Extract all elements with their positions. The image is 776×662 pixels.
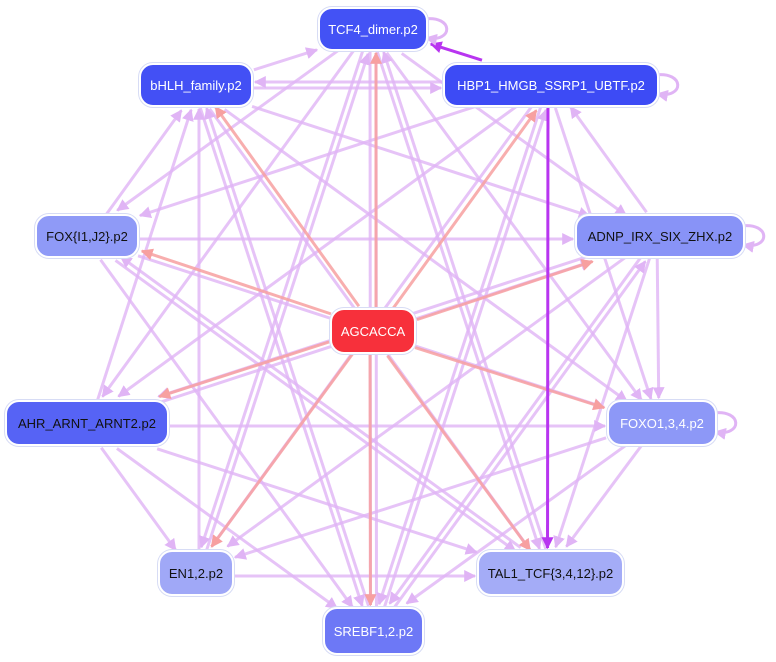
node-agc[interactable]: AGCACCA	[330, 308, 416, 354]
edge-agc-to-fox	[140, 248, 332, 316]
edge-agc-to-bhlh	[214, 105, 361, 308]
edge-srebf-to-adnp	[392, 260, 647, 610]
node-label: TAL1_TCF{3,4,12}.p2	[487, 565, 614, 581]
edge-agc-to-foxo	[414, 346, 606, 411]
edge-adnp-to-hbp1	[569, 105, 648, 214]
node-foxo[interactable]: FOXO1,3,4.p2	[607, 400, 717, 446]
edge-bhlh-to-tcf4	[253, 47, 319, 72]
node-label: FOXO1,3,4.p2	[620, 415, 704, 431]
edge-agc-to-en1	[210, 351, 355, 548]
edge-agc-to-adnp	[416, 259, 594, 322]
edge-tcf4-to-adnp	[400, 52, 628, 217]
edge-ahr-to-tal1	[156, 447, 478, 555]
node-label: EN1,2.p2	[168, 565, 224, 581]
edge-foxo-to-tal1	[565, 443, 644, 548]
edge-fox-to-bhlh	[104, 109, 183, 217]
edge-tcf4-to-foxo	[385, 51, 643, 402]
edge-tal1-to-fox	[119, 255, 522, 549]
node-ahr[interactable]: AHR_ARNT_ARNT2.p2	[5, 400, 169, 446]
self-loop-foxo	[712, 411, 738, 440]
edge-agc-to-tal1	[386, 354, 532, 552]
edge-tcf4-to-tal1	[375, 51, 542, 551]
node-label: AHR_ARNT_ARNT2.p2	[18, 415, 156, 431]
node-label: FOX{I1,J2}.p2	[46, 228, 128, 244]
edge-hbp1-to-tcf4	[429, 41, 483, 62]
node-tcf4[interactable]: TCF4_dimer.p2	[318, 7, 428, 51]
node-label: ADNP_IRX_SIX_ZHX.p2	[587, 228, 733, 244]
node-label: HBP1_HMGB_SSRP1_UBTF.p2	[457, 77, 645, 93]
node-label: SREBF1,2.p2	[333, 623, 414, 639]
edge-ahr-to-en1	[100, 446, 177, 552]
self-loop-hbp1	[654, 73, 680, 102]
node-label: bHLH_family.p2	[150, 77, 242, 93]
edge-bhlh-to-foxo	[223, 108, 628, 403]
node-hbp1[interactable]: HBP1_HMGB_SSRP1_UBTF.p2	[443, 63, 659, 107]
self-loop-adnp	[740, 224, 766, 253]
edge-en1-to-tcf4	[204, 52, 371, 552]
edge-hbp1-to-fox	[138, 102, 483, 218]
edge-tcf4-to-fox	[116, 47, 342, 212]
edge-fox-to-srebf	[99, 258, 354, 609]
edge-ahr-to-srebf	[116, 447, 339, 610]
node-srebf[interactable]: SREBF1,2.p2	[323, 607, 424, 655]
edge-agc-to-hbp1	[390, 109, 538, 311]
node-en1[interactable]: EN1,2.p2	[158, 550, 234, 596]
edge-adnp-to-srebf	[388, 255, 643, 605]
edge-tal1-to-tcf4	[381, 50, 548, 550]
node-adnp[interactable]: ADNP_IRX_SIX_ZHX.p2	[575, 214, 745, 258]
node-fox[interactable]: FOX{I1,J2}.p2	[35, 214, 139, 258]
edge-hbp1-to-srebf	[376, 105, 543, 606]
edge-agc-to-ahr	[158, 340, 330, 399]
edge-layer	[95, 17, 766, 610]
edge-adnp-to-en1	[226, 254, 629, 548]
node-bhlh[interactable]: bHLH_family.p2	[139, 63, 253, 107]
edge-srebf-to-hbp1	[382, 108, 549, 609]
node-label: TCF4_dimer.p2	[328, 21, 418, 37]
edge-adnp-to-foxo	[652, 258, 665, 400]
node-tal1[interactable]: TAL1_TCF{3,4,12}.p2	[477, 550, 624, 596]
self-loop-tcf4	[423, 17, 449, 46]
node-label: AGCACCA	[340, 323, 406, 339]
edge-srebf-to-bhlh	[204, 106, 370, 607]
edge-tcf4-to-ahr	[101, 48, 356, 398]
